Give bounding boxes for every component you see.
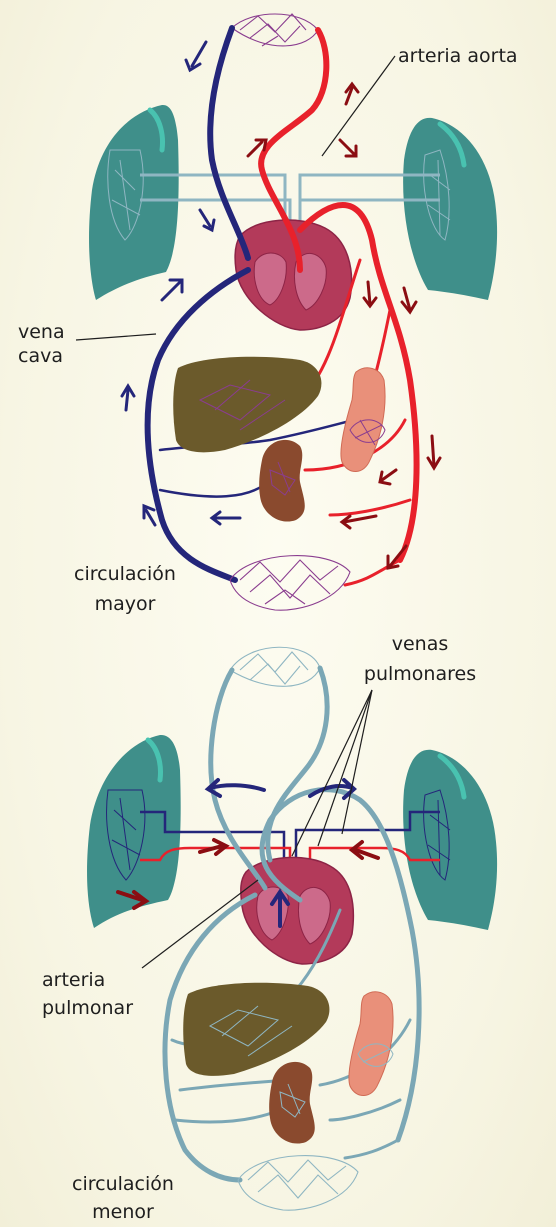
head-capillaries	[232, 14, 318, 46]
liver-bottom	[183, 983, 329, 1076]
label-arteria: arteria	[42, 968, 105, 992]
kidney-bottom	[269, 1062, 315, 1144]
right-lung-bottom	[403, 750, 497, 930]
label-venas: venas	[360, 632, 480, 656]
left-lung-top	[89, 105, 179, 300]
bottom-pulmonary-circulation	[87, 647, 497, 1210]
kidney-top	[259, 440, 305, 522]
head-capillaries-bottom	[230, 647, 320, 686]
label-arteria-aorta: arteria aorta	[398, 44, 518, 68]
intestine-bottom	[349, 992, 393, 1096]
right-lung-top	[403, 118, 497, 300]
label-circulacion-mayor-2: mayor	[60, 592, 190, 616]
label-pulmonar: pulmonar	[42, 996, 133, 1020]
label-circulacion-menor-2: menor	[58, 1200, 188, 1224]
label-vena: vena	[18, 320, 65, 344]
aorta-leader	[322, 56, 395, 156]
top-systemic-circulation	[76, 14, 497, 610]
label-pulmonares: pulmonares	[340, 662, 500, 686]
vena-cava-leader	[76, 334, 156, 340]
lower-capillaries	[230, 556, 350, 611]
label-circulacion-mayor-1: circulación	[60, 562, 190, 586]
liver-top	[173, 357, 321, 453]
lower-capillaries-bottom	[238, 1156, 358, 1211]
label-cava: cava	[18, 344, 63, 368]
intestine-top	[341, 368, 385, 472]
label-circulacion-menor-1: circulación	[58, 1172, 188, 1196]
